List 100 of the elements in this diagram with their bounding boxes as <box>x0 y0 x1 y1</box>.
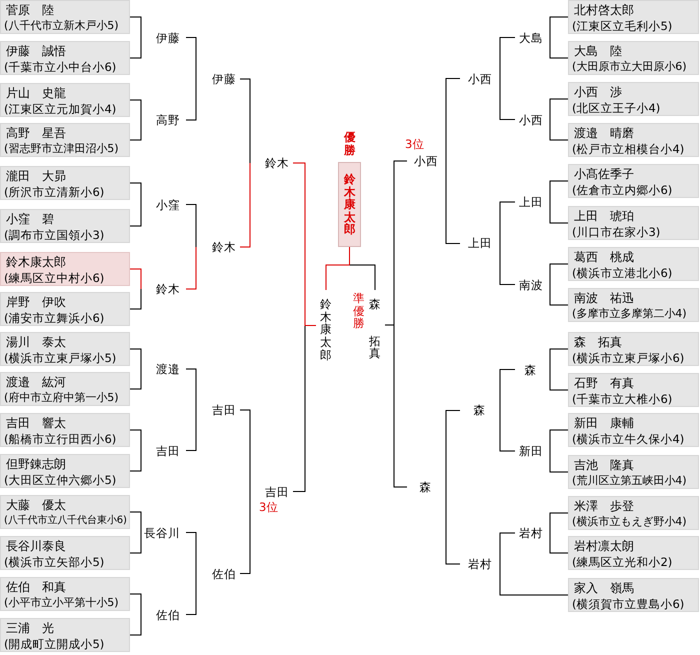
bracket-line <box>130 16 142 38</box>
bracket-line <box>325 264 350 290</box>
player-name: 北村啓太郎 <box>573 2 634 18</box>
bracket-line <box>130 120 142 140</box>
winner-name: 小窪 <box>156 196 180 212</box>
bracket-line <box>130 512 142 533</box>
player-card <box>0 83 130 117</box>
player-name: 渡邉 紘河 <box>5 374 66 390</box>
bracket-line <box>446 78 460 162</box>
school-name: (佐倉市立内郷小6) <box>572 182 672 198</box>
bracket-line <box>186 37 196 80</box>
player-name: 大藤 優太 <box>5 497 66 513</box>
bracket-line <box>186 409 196 451</box>
player-name: 岩村凛太朗 <box>573 538 634 554</box>
bracket-line <box>240 409 250 492</box>
winner-name: 鈴木 <box>212 238 236 255</box>
bracket-line <box>500 564 568 596</box>
school-name: (調布市立国領小3) <box>4 227 104 243</box>
bracket-line <box>550 348 568 370</box>
bracket-line <box>550 532 568 554</box>
winner-name: 上田 <box>468 235 492 252</box>
bracket-line <box>240 78 250 164</box>
winner-name: 森 <box>524 362 536 378</box>
finalist-name: 拓真 <box>369 334 380 360</box>
winner-name: 鈴木 <box>156 281 180 297</box>
player-name: 森 拓真 <box>573 334 622 350</box>
bracket-line <box>550 37 568 58</box>
winner-name: 小西 <box>414 152 438 169</box>
school-name: (荒川区立第五峡田小4) <box>572 473 687 489</box>
player-card <box>0 577 130 611</box>
player-card <box>0 209 130 243</box>
player-card <box>0 252 130 286</box>
winner-name: 伊藤 <box>156 30 180 46</box>
player-card <box>568 0 699 34</box>
school-name: (小平市立小平第十小5) <box>4 595 119 611</box>
rank-label: 優勝 <box>344 131 356 156</box>
player-name: 家入 嶺馬 <box>573 580 634 596</box>
bracket-line <box>130 594 142 615</box>
winner-name: 岩村 <box>468 556 492 572</box>
school-name: (千葉市立大椎小6) <box>572 391 672 407</box>
bracket-line <box>186 368 196 410</box>
winner-name: 吉田 <box>265 484 289 500</box>
school-name: (千葉市立小中台小6) <box>4 59 116 75</box>
school-name: (八千代市立八千代台東小6) <box>4 514 127 528</box>
player-card <box>568 455 699 489</box>
school-name: (横浜市立東戸塚小5) <box>4 350 116 366</box>
school-name: (横須賀市立豊島小6) <box>572 596 684 612</box>
bracket-line <box>500 369 516 411</box>
winner-name: 渡邉 <box>156 361 180 377</box>
player-card <box>0 41 130 75</box>
bracket-line <box>550 369 568 390</box>
player-name: 高野 星吾 <box>5 125 66 141</box>
champion-name: 鈴木康太郎 <box>344 172 356 236</box>
school-name: (横浜市立矢部小5) <box>4 554 104 570</box>
bracket-line <box>130 348 142 370</box>
bracket-line <box>130 182 142 205</box>
school-name: (松戸市立相模台小4) <box>572 141 684 157</box>
player-card <box>568 123 699 157</box>
school-name: (江東区立元加賀小4) <box>4 101 116 117</box>
bracket-line <box>500 532 516 564</box>
player-card <box>568 332 699 366</box>
bracket-line <box>130 430 142 451</box>
player-card <box>0 166 130 200</box>
school-name: (川口市在家小3) <box>572 224 660 240</box>
bracket-line <box>500 410 516 452</box>
bracket-line <box>500 78 516 120</box>
bracket-line <box>349 264 376 290</box>
school-name: (多摩市立多摩第二小4) <box>572 306 687 322</box>
player-card <box>0 413 130 447</box>
bracket-line <box>550 98 568 120</box>
player-name: 小西 渉 <box>573 84 622 100</box>
school-name: (習志野市立津田沼小5) <box>4 141 119 157</box>
bracket-line <box>550 450 568 472</box>
player-card <box>568 536 699 570</box>
finalist-name: 森 <box>369 298 380 311</box>
bracket-line <box>186 246 196 290</box>
school-name: (府中市立府中第一小5) <box>4 390 119 406</box>
winner-name: 小西 <box>519 112 543 128</box>
school-name: (練馬区立光和小2) <box>572 554 672 570</box>
school-name: (八千代市立新木戸小5) <box>4 18 119 34</box>
player-card <box>568 206 699 240</box>
player-name: 葛西 桃成 <box>573 249 634 265</box>
winner-name: 佐伯 <box>156 606 180 622</box>
player-name: 長谷川泰良 <box>5 538 66 554</box>
bracket-line <box>446 410 460 488</box>
bracket-line <box>446 160 460 244</box>
player-card <box>0 618 130 652</box>
winner-name: 長谷川 <box>144 524 180 540</box>
bracket-line <box>550 512 568 534</box>
bracket-line <box>130 532 142 554</box>
player-name: 渡邉 晴磨 <box>573 125 634 141</box>
player-card <box>0 332 130 366</box>
winner-name: 南波 <box>519 276 543 292</box>
player-name: 片山 史龍 <box>5 85 66 101</box>
bracket-line <box>130 614 142 636</box>
player-name: 但野錬志朗 <box>5 456 66 472</box>
champion-box <box>338 162 361 247</box>
player-card <box>0 123 130 157</box>
school-name: (浦安市立舞浜小6) <box>4 310 104 326</box>
bracket-line <box>292 162 316 326</box>
